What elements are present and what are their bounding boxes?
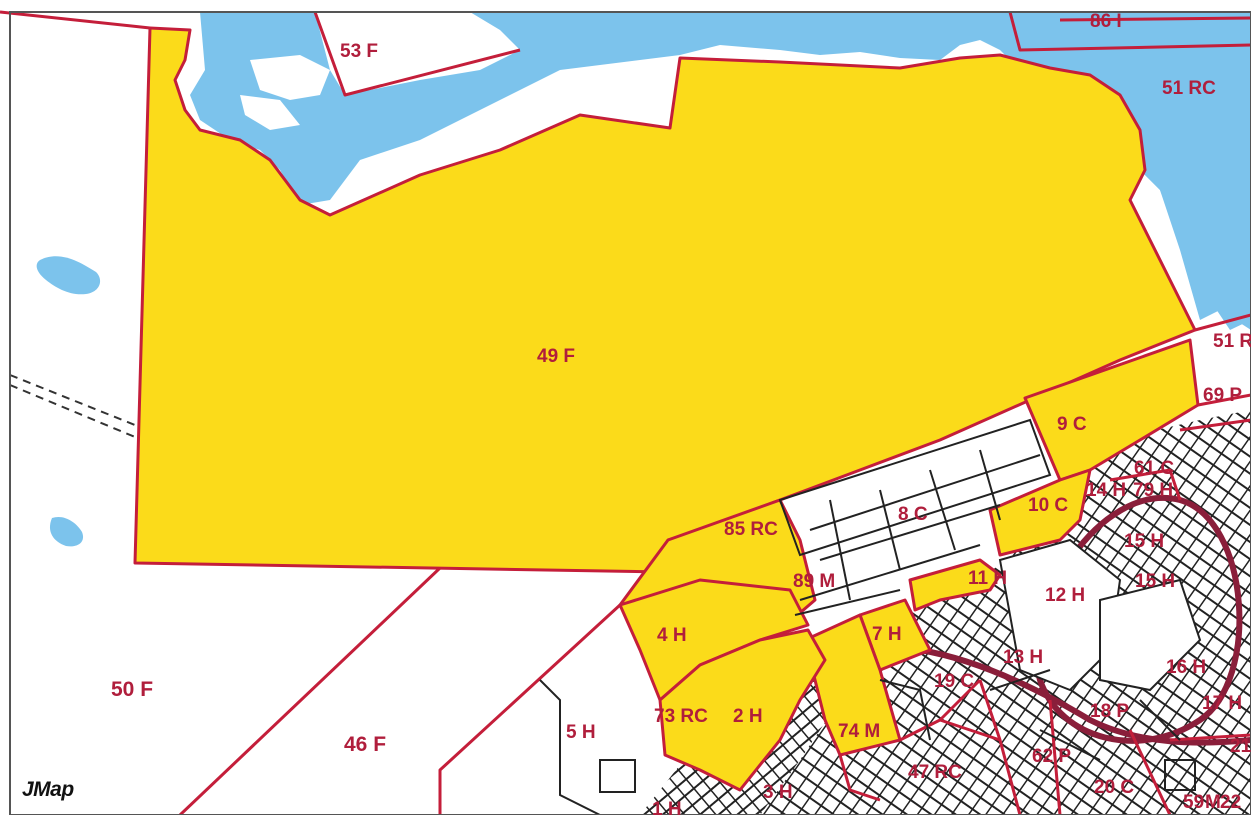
lake-small-west [49, 516, 84, 547]
parcel-11h-shape [908, 558, 1002, 612]
parcel-49f-shape [133, 26, 1197, 574]
parcel-label-10c[interactable]: 10 C [1028, 495, 1068, 516]
map-frame [9, 11, 1251, 815]
lake-east [1135, 45, 1251, 330]
parcel-label-62p[interactable]: 62 P [1032, 746, 1071, 767]
parcel-label-51rc[interactable]: 51 RC [1162, 78, 1216, 99]
parcel-label-86i[interactable]: 86 I [1090, 11, 1122, 32]
parcel-label-8c[interactable]: 8 C [898, 504, 928, 525]
parcel-label-74m[interactable]: 74 M [838, 721, 880, 742]
land-islands [240, 12, 520, 130]
lot-lines [539, 418, 1196, 815]
parcel-boundaries [0, 10, 1251, 815]
parcel-label-22[interactable]: 22 [1220, 792, 1241, 813]
parcel-label-13h[interactable]: 13 H [1003, 647, 1043, 668]
parcel-label-12h[interactable]: 12 H [1045, 585, 1085, 606]
parcel-label-85rc[interactable]: 85 RC [724, 519, 778, 540]
jmap-logo: JMap [22, 778, 74, 801]
lake-small-north [36, 256, 101, 295]
parcel-label-4h[interactable]: 4 H [657, 625, 687, 646]
parcel-label-20c[interactable]: 20 C [1094, 777, 1134, 798]
parcel-label-19c[interactable]: 19 C [934, 671, 974, 692]
highlighted-parcels[interactable] [133, 26, 1200, 792]
parcel-label-2h[interactable]: 2 H [733, 706, 763, 727]
parcel-label-14h[interactable]: 14 H [1086, 480, 1126, 501]
parcel-label-61c[interactable]: 61 C [1134, 458, 1174, 479]
parcel-label-1h[interactable]: 1 H [652, 799, 682, 815]
parcel-label-51r[interactable]: 51 R [1213, 331, 1251, 352]
parcel-label-89m[interactable]: 89 M [793, 571, 835, 592]
parcel-label-21[interactable]: 21 [1230, 736, 1251, 757]
parcel-label-59[interactable]: 59 [1183, 792, 1204, 813]
parcel-73rc-shape [658, 628, 827, 792]
parcel-label-15h-north[interactable]: 15 H [1124, 531, 1164, 552]
parcel-label-11h[interactable]: 11 H [968, 568, 1007, 589]
river-water [190, 12, 1251, 330]
parcel-10c-shape [988, 468, 1092, 557]
parcel-label-53f[interactable]: 53 F [340, 41, 378, 62]
parcel-label-7h[interactable]: 7 H [872, 624, 902, 645]
parcel-label-73rc[interactable]: 73 RC [654, 706, 708, 727]
parcel-label-5h[interactable]: 5 H [566, 722, 596, 743]
parcel-label-18p[interactable]: 18 P [1090, 701, 1129, 722]
parcel-label-16h[interactable]: 16 H [1166, 657, 1206, 678]
road-main [919, 647, 1251, 746]
parcel-label-15h-south[interactable]: 15 H [1135, 571, 1175, 592]
parcel-label-49f[interactable]: 49 F [537, 346, 575, 367]
parcel-label-46f[interactable]: 46 F [344, 733, 386, 756]
parcel-label-3h[interactable]: 3 H [763, 782, 793, 803]
parcel-label-69p[interactable]: 69 P [1203, 385, 1242, 406]
parcel-label-50f[interactable]: 50 F [111, 678, 153, 701]
parcel-labels: 86 I 53 F 51 RC 49 F 51 R 69 P 9 C 61 C … [111, 11, 1251, 815]
parcel-label-17h[interactable]: 17 H [1202, 693, 1242, 714]
dashed-road [9, 374, 136, 438]
parcel-label-m[interactable]: M [1205, 792, 1221, 813]
parcel-label-79h[interactable]: 79 H [1133, 480, 1173, 501]
parcel-label-9c[interactable]: 9 C [1057, 414, 1087, 435]
parcel-label-47rc[interactable]: 47 RC [908, 762, 962, 783]
